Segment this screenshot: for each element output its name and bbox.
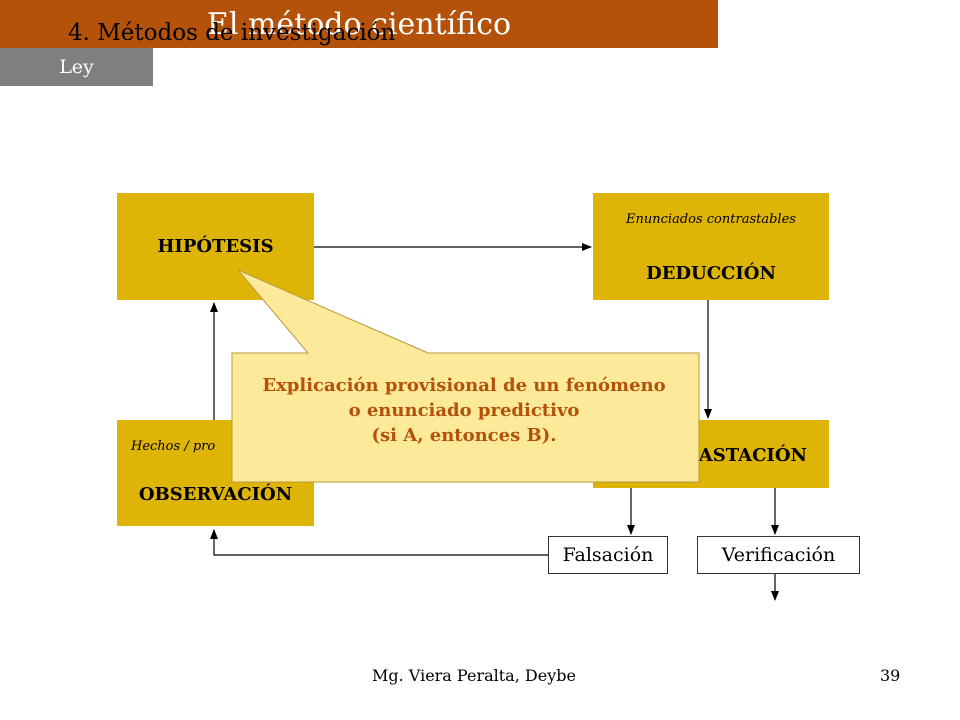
arrow-falsacion-to-observacion [210, 529, 548, 556]
observacion-box: Hechos / pro OBSERVACIÓN [117, 420, 314, 526]
contrastacion-label: ASTACIÓN [698, 445, 807, 466]
ley-box: Ley [0, 48, 153, 86]
hipotesis-box: HIPÓTESIS [117, 193, 314, 300]
page-number: 39 [880, 666, 901, 685]
banner-title: El método científico [0, 0, 718, 48]
callout-line-3: (si A, entonces B). [371, 425, 557, 446]
ley-label: Ley [59, 56, 94, 78]
falsacion-box: Falsación [548, 536, 668, 574]
callout-bubble [231, 269, 700, 483]
verificacion-box: Verificación [697, 536, 860, 574]
section-title: 4. Métodos de investigación [68, 20, 396, 46]
falsacion-label: Falsación [562, 544, 654, 566]
hipotesis-label: HIPÓTESIS [157, 236, 274, 257]
deduccion-sublabel: Enunciados contrastables [626, 212, 796, 227]
observacion-label: OBSERVACIÓN [138, 484, 293, 505]
banner-title-text: El método científico [206, 6, 512, 42]
callout-line-2: o enunciado predictivo [348, 400, 580, 421]
deduccion-label: DEDUCCIÓN [646, 263, 776, 284]
footer-author: Mg. Viera Peralta, Deybe [372, 666, 576, 685]
observacion-sublabel: Hechos / pro [131, 439, 216, 454]
callout-text: Explicación provisional de un fenómeno o… [233, 373, 695, 448]
verificacion-label: Verificación [721, 544, 836, 566]
deduccion-box: Enunciados contrastables DEDUCCIÓN [593, 193, 829, 300]
callout-line-1: Explicación provisional de un fenómeno [262, 375, 666, 396]
